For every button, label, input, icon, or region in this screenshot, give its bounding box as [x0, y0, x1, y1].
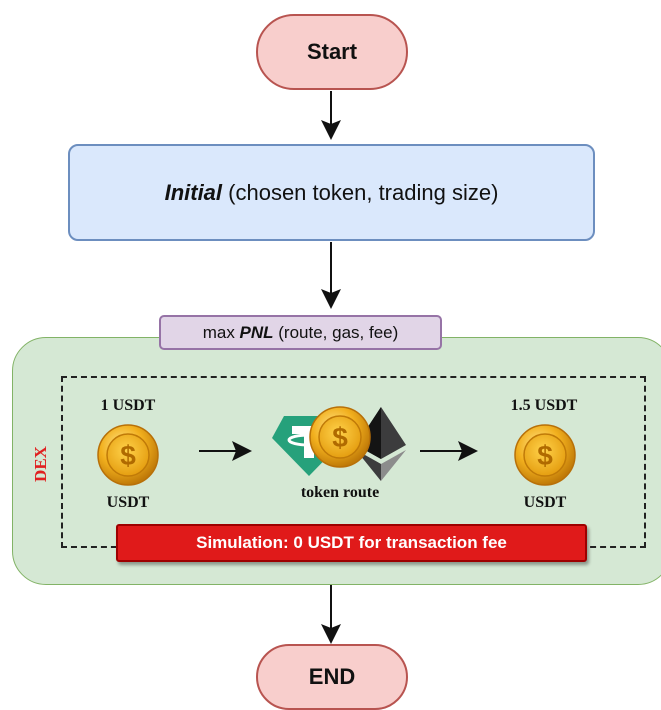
objective-title: PNL: [239, 322, 274, 342]
dollar-coin-icon: $: [309, 406, 371, 468]
svg-text:$: $: [537, 440, 553, 471]
objective-node: max PNL (route, gas, fee): [159, 315, 442, 350]
svg-text:$: $: [332, 422, 348, 453]
input-amount: 1 USDT: [100, 397, 156, 414]
end-node: END: [256, 644, 408, 710]
route-label: token route: [300, 484, 380, 501]
output-amount: 1.5 USDT: [510, 397, 578, 414]
objective-prefix: max: [202, 322, 240, 342]
initial-title: Initial: [164, 179, 223, 205]
initial-params: (chosen token, trading size): [222, 179, 499, 205]
end-label: END: [308, 664, 356, 689]
initial-node: Initial (chosen token, trading size): [68, 144, 595, 241]
simulation-text: Simulation: 0 USDT for transaction fee: [196, 533, 507, 552]
output-token: USDT: [523, 494, 567, 511]
dollar-coin-icon: $: [97, 424, 159, 486]
objective-params: (route, gas, fee): [273, 322, 399, 342]
start-node: Start: [256, 14, 408, 90]
start-label: Start: [306, 39, 358, 64]
dollar-coin-icon: $: [514, 424, 576, 486]
simulation-banner: Simulation: 0 USDT for transaction fee: [116, 524, 587, 562]
input-token: USDT: [106, 494, 150, 511]
svg-text:$: $: [120, 440, 136, 471]
